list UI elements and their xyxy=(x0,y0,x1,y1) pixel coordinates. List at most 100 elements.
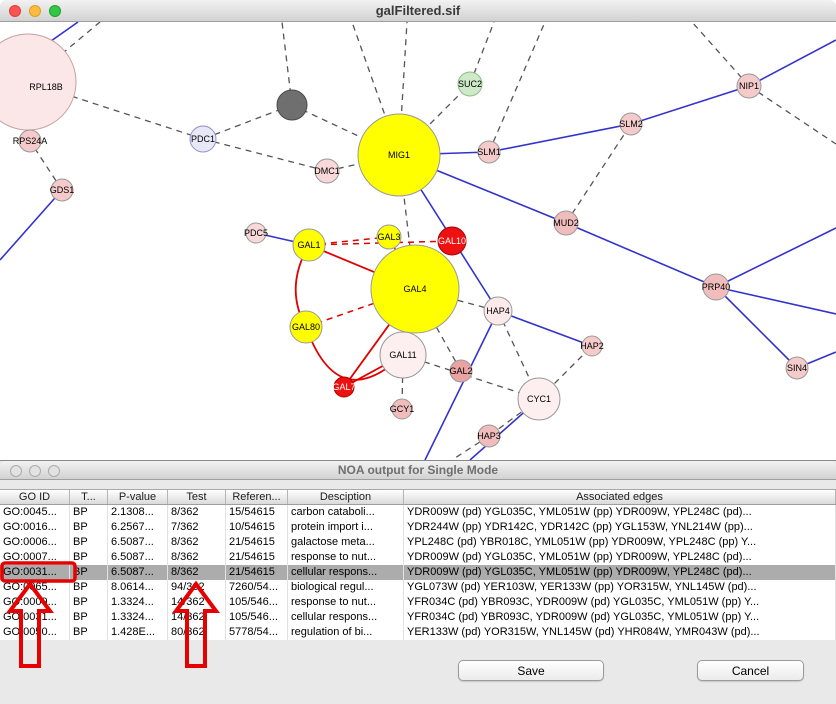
traffic-lights xyxy=(10,465,60,477)
node-prp40[interactable] xyxy=(702,273,730,301)
network-canvas[interactable]: RPL18BRPS24AGDS1PDC1DMC1MIG1SUC2SLM1SLM2… xyxy=(0,22,836,460)
network-edge[interactable] xyxy=(715,286,798,369)
table-cell: 7/362 xyxy=(168,520,226,535)
table-cell: YGL073W (pd) YER103W, YER133W (pp) YOR31… xyxy=(404,580,836,595)
node-gal4[interactable] xyxy=(370,244,460,334)
save-button[interactable]: Save xyxy=(458,660,604,681)
node-hap4[interactable] xyxy=(483,296,513,326)
column-header[interactable]: Associated edges xyxy=(404,490,836,504)
column-header[interactable]: P-value xyxy=(108,490,168,504)
node-gal2[interactable] xyxy=(449,359,473,383)
node-label: SLM2 xyxy=(619,119,643,129)
node-label: RPL18B xyxy=(29,82,63,92)
minimize-button[interactable] xyxy=(29,465,41,477)
minimize-button[interactable] xyxy=(29,5,41,17)
table-cell: GO:0045... xyxy=(0,505,70,520)
node-label: SIN4 xyxy=(787,363,807,373)
node-label: NIP1 xyxy=(739,81,759,91)
node-label: GAL7 xyxy=(332,382,355,392)
network-edge[interactable] xyxy=(424,310,499,460)
node-gds1[interactable] xyxy=(50,178,74,202)
table-cell: galactose meta... xyxy=(288,535,404,550)
zoom-button[interactable] xyxy=(48,465,60,477)
network-edge[interactable] xyxy=(202,138,328,172)
node-hap2[interactable] xyxy=(581,335,603,357)
network-window-titlebar[interactable]: galFiltered.sif xyxy=(0,0,836,22)
table-cell: cellular respons... xyxy=(288,610,404,625)
node-gal3[interactable] xyxy=(376,224,402,250)
network-edge[interactable] xyxy=(488,123,632,153)
noa-window-titlebar[interactable]: NOA output for Single Mode xyxy=(0,461,836,480)
node-gal11[interactable] xyxy=(379,331,427,379)
node-hap3[interactable] xyxy=(477,424,501,448)
node-mud2[interactable] xyxy=(553,210,579,236)
column-header[interactable]: Referen... xyxy=(226,490,288,504)
node-gal1[interactable] xyxy=(292,228,326,262)
node-gal80[interactable] xyxy=(289,310,323,344)
column-header[interactable]: GO ID xyxy=(0,490,70,504)
close-button[interactable] xyxy=(9,5,21,17)
node-label: HAP2 xyxy=(580,341,604,351)
node-label: GAL11 xyxy=(389,350,416,360)
table-cell: 10/54615 xyxy=(226,520,288,535)
node-label: SLM1 xyxy=(477,147,501,157)
table-cell: BP xyxy=(70,595,108,610)
node-label: GAL1 xyxy=(297,240,320,250)
node-pdc5[interactable] xyxy=(245,222,267,244)
network-edge[interactable] xyxy=(451,435,490,460)
network-edge[interactable] xyxy=(497,310,593,347)
node-mig1[interactable] xyxy=(357,113,441,197)
node-sin4[interactable] xyxy=(785,356,809,380)
network-edge[interactable] xyxy=(291,104,400,156)
zoom-button[interactable] xyxy=(49,5,61,17)
network-edge[interactable] xyxy=(565,222,717,288)
network-edge[interactable] xyxy=(27,81,204,140)
node-cyc1[interactable] xyxy=(517,377,561,421)
column-header[interactable]: Test xyxy=(168,490,226,504)
table-cell: carbon cataboli... xyxy=(288,505,404,520)
node-unlabeled[interactable] xyxy=(276,89,308,121)
column-header[interactable]: Desciption xyxy=(288,490,404,504)
network-edge[interactable] xyxy=(691,22,750,87)
table-cell: GO:0031... xyxy=(0,565,70,580)
network-edge[interactable] xyxy=(715,286,836,315)
node-label: HAP3 xyxy=(477,431,501,441)
column-header[interactable]: T... xyxy=(70,490,108,504)
node-pdc1[interactable] xyxy=(189,125,217,153)
node-rps24a[interactable] xyxy=(18,129,42,153)
node-slm2[interactable] xyxy=(619,112,643,136)
network-edge[interactable] xyxy=(0,189,63,261)
close-button[interactable] xyxy=(10,465,22,477)
table-cell: regulation of bi... xyxy=(288,625,404,640)
node-suc2[interactable] xyxy=(457,71,483,97)
table-cell: 2.1308... xyxy=(108,505,168,520)
node-gcy1[interactable] xyxy=(391,398,413,420)
network-edge[interactable] xyxy=(715,227,836,288)
node-gal10[interactable] xyxy=(437,226,467,256)
network-edge[interactable] xyxy=(488,22,546,153)
network-edge[interactable] xyxy=(402,354,540,400)
network-edge[interactable] xyxy=(748,39,836,87)
table-cell: GO:0016... xyxy=(0,520,70,535)
network-edge[interactable] xyxy=(305,288,416,328)
network-edge[interactable] xyxy=(630,85,750,125)
table-cell: 6.2567... xyxy=(108,520,168,535)
node-gal7[interactable] xyxy=(333,376,355,398)
network-edge[interactable] xyxy=(202,104,293,140)
network-edge[interactable] xyxy=(565,123,632,224)
node-slm1[interactable] xyxy=(477,140,501,164)
node-dmc1[interactable] xyxy=(314,158,340,184)
network-edge[interactable] xyxy=(748,85,836,145)
cancel-button[interactable]: Cancel xyxy=(697,660,804,681)
node-nip1[interactable] xyxy=(736,73,762,99)
